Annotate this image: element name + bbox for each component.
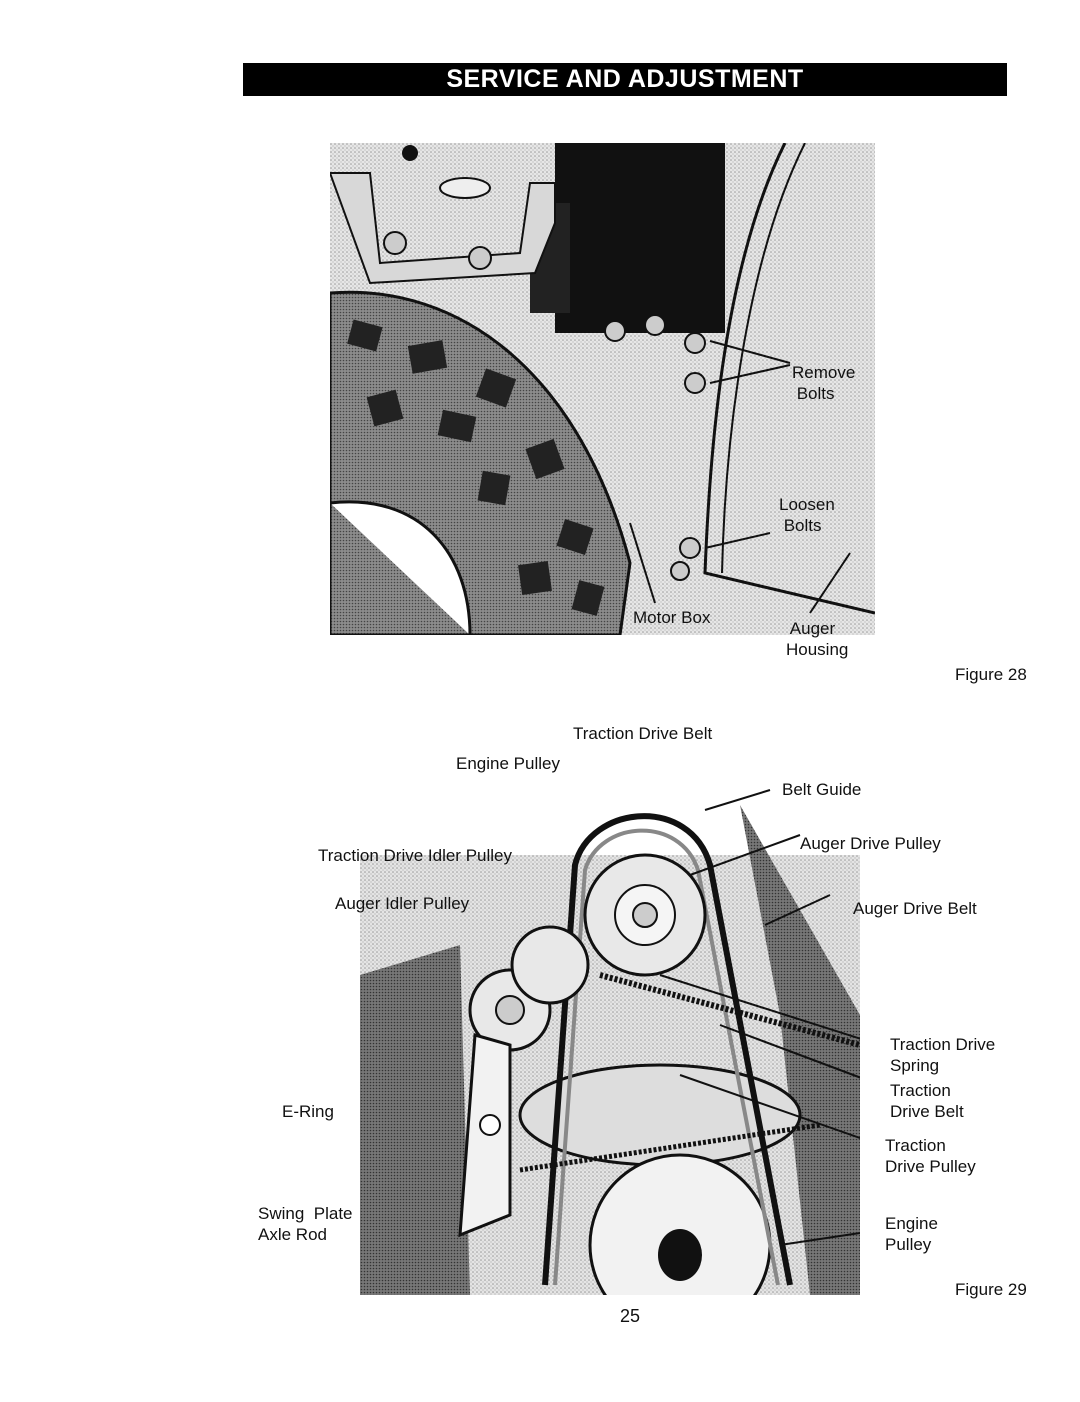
label-e-ring: E-Ring (282, 1102, 334, 1121)
label-traction-drive-spring: Traction Drive Spring (890, 1035, 996, 1075)
label-engine-pulley-bottom: Engine Pulley (885, 1214, 938, 1254)
label-auger-drive-belt: Auger Drive Belt (853, 899, 977, 918)
section-title: SERVICE AND ADJUSTMENT (446, 65, 804, 93)
label-swing-plate-axle-rod: Swing Plate Axle Rod (258, 1204, 353, 1244)
label-auger-drive-pulley: Auger Drive Pulley (800, 834, 941, 853)
label-traction-drive-belt: Traction Drive Belt (890, 1081, 964, 1121)
label-loosen-bolts: Loosen Bolts (779, 495, 835, 535)
label-belt-guide: Belt Guide (782, 780, 862, 799)
figure-29-caption: Figure 29 (955, 1280, 1027, 1299)
label-traction-drive-belt-top: Traction Drive Belt (573, 724, 713, 743)
label-motor-box: Motor Box (633, 608, 711, 627)
page-number: 25 (620, 1306, 641, 1326)
figure-29-illustration (360, 715, 860, 1295)
figure-28-caption: Figure 28 (955, 665, 1027, 684)
section-title-banner: SERVICE AND ADJUSTMENT (243, 63, 1007, 96)
figure-28-illustration (330, 143, 875, 635)
label-remove-bolts: Remove Bolts (792, 363, 856, 403)
label-auger-housing: Auger Housing (786, 619, 849, 659)
label-traction-drive-pulley: Traction Drive Pulley (885, 1136, 976, 1176)
label-engine-pulley-top: Engine Pulley (456, 754, 560, 773)
label-auger-idler-pulley: Auger Idler Pulley (335, 894, 470, 913)
label-traction-drive-idler-pulley: Traction Drive Idler Pulley (318, 846, 512, 865)
